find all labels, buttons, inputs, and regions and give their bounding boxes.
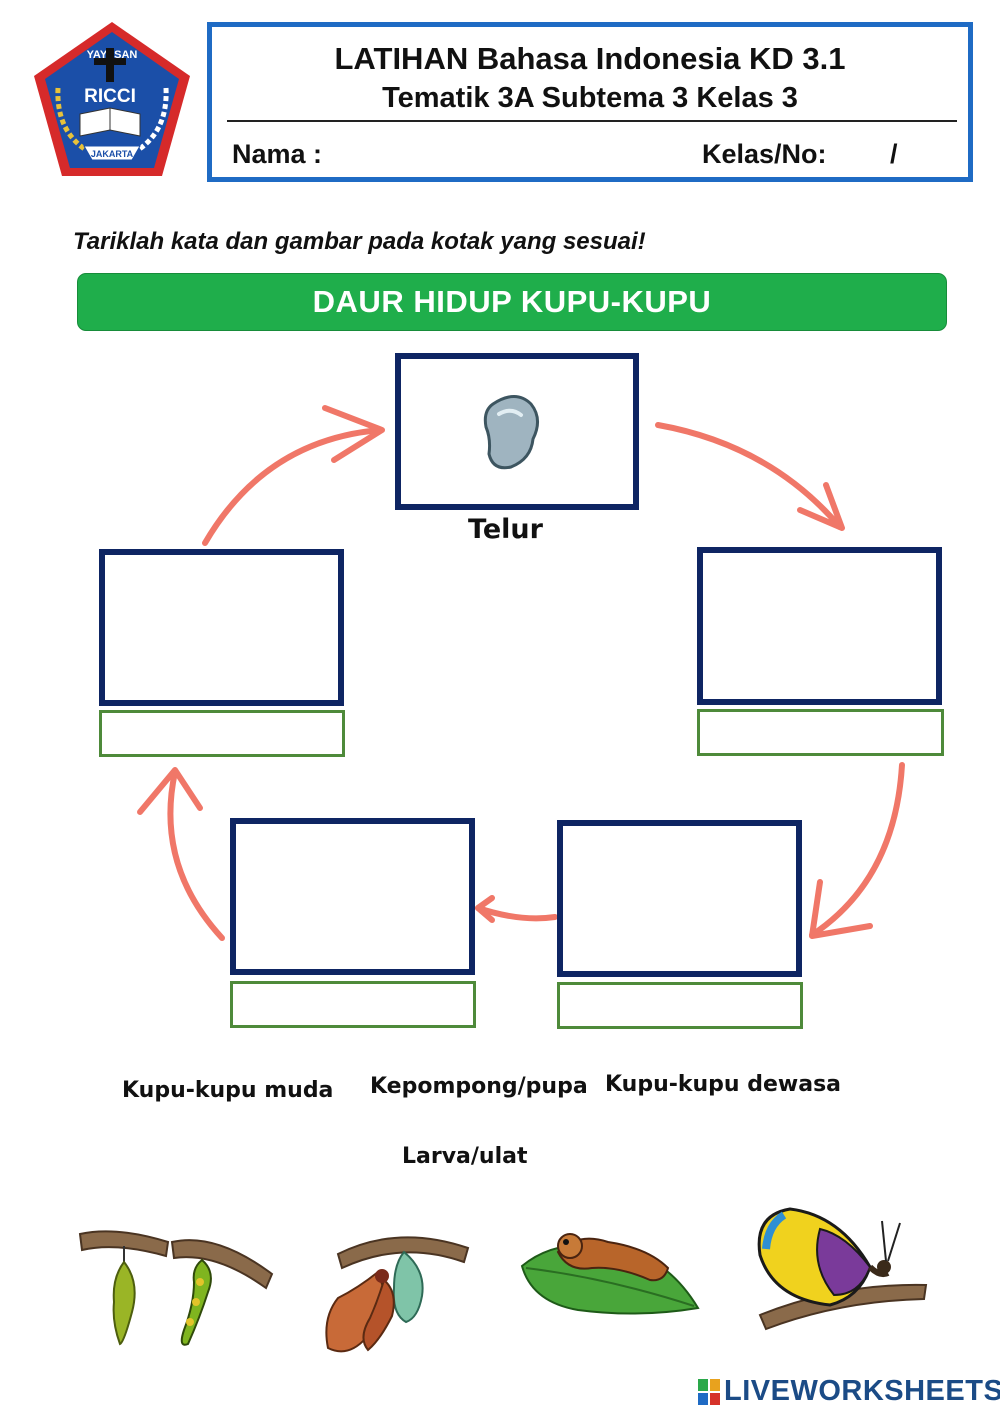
arrow-right-to-bottom	[809, 762, 905, 938]
word-larva-ulat[interactable]: Larva/ulat	[402, 1144, 528, 1169]
watermark: LIVEWORKSHEETS	[724, 1375, 1000, 1407]
egg-label: Telur	[468, 514, 543, 545]
chrysalis-and-caterpillar-picture[interactable]	[76, 1212, 276, 1362]
svg-text:JAKARTA: JAKARTA	[91, 149, 134, 159]
worksheet-title: LATIHAN Bahasa Indonesia KD 3.1	[334, 41, 846, 76]
picture-box-egg	[395, 353, 639, 510]
header-box: LATIHAN Bahasa Indonesia KD 3.1 Tematik …	[207, 22, 973, 182]
school-logo: YAYASAN RICCI JAKARTA	[34, 22, 190, 176]
arrow-left-to-top	[202, 427, 383, 546]
svg-text:RICCI: RICCI	[84, 86, 136, 107]
arrow-top-to-right	[655, 422, 843, 530]
label-box-bottom-left[interactable]	[230, 981, 476, 1028]
word-kupu-kupu-muda[interactable]: Kupu-kupu muda	[122, 1078, 334, 1103]
picture-box-bottom-right[interactable]	[557, 820, 802, 977]
word-kupu-kupu-dewasa[interactable]: Kupu-kupu dewasa	[605, 1072, 842, 1097]
arrow-bottom-left-to-left-head	[137, 767, 203, 815]
arrow-left-to-top-head	[322, 405, 385, 463]
class-number-separator: /	[890, 139, 898, 169]
egg-picture	[483, 395, 539, 470]
adult-butterfly-picture[interactable]	[750, 1205, 930, 1335]
instruction-text: Tariklah kata dan gambar pada kotak yang…	[73, 228, 646, 255]
arrow-top-to-right-head	[797, 482, 845, 531]
arrow-bottom-left-to-left	[167, 769, 225, 941]
picture-box-right[interactable]	[697, 547, 942, 705]
section-banner: DAUR HIDUP KUPU-KUPU	[77, 273, 947, 331]
name-label: Nama :	[232, 139, 323, 169]
picture-box-bottom-left[interactable]	[230, 818, 475, 975]
liveworksheets-logo-icon	[698, 1379, 720, 1405]
worksheet-subtitle: Tematik 3A Subtema 3 Kelas 3	[382, 82, 798, 114]
header-divider	[227, 120, 957, 122]
class-number-label: Kelas/No:	[702, 139, 827, 169]
caterpillar-on-leaf-picture[interactable]	[518, 1222, 700, 1318]
arrow-bottom-right-to-bottom-left-head	[475, 895, 495, 923]
arrow-right-to-bottom-head	[809, 879, 873, 939]
arrow-bottom-right-to-bottom-left	[475, 905, 558, 922]
label-box-right[interactable]	[697, 709, 944, 756]
label-box-bottom-right[interactable]	[557, 982, 803, 1029]
emerging-butterfly-picture[interactable]	[318, 1218, 478, 1368]
label-box-left[interactable]	[99, 710, 345, 757]
word-kepompong-pupa[interactable]: Kepompong/pupa	[370, 1074, 588, 1099]
picture-box-left[interactable]	[99, 549, 344, 706]
